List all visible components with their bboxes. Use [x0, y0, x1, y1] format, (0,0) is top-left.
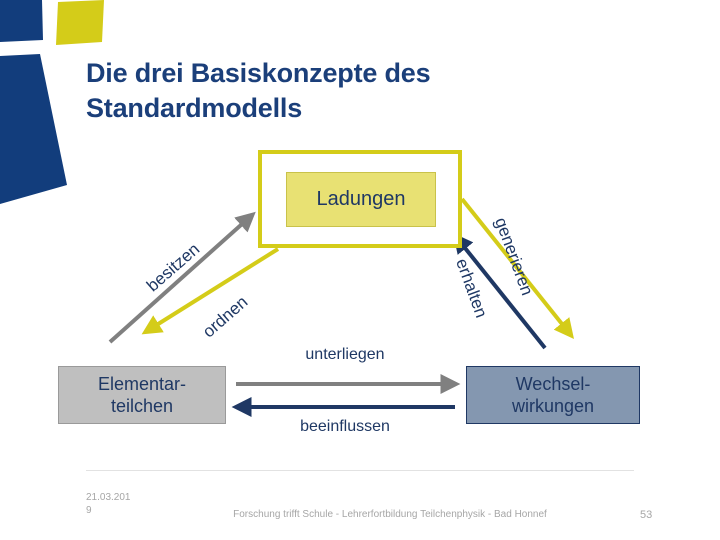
- node-wechselwirkungen-line2: wirkungen: [511, 396, 595, 416]
- node-wechselwirkungen-line1: Wechsel-: [515, 373, 591, 394]
- page-title: Die drei Basiskonzepte des Standardmodel…: [86, 58, 431, 123]
- node-elementarteilchen-line1: Elementar-: [97, 373, 187, 394]
- edge-label-ordnen: ordnen: [199, 292, 252, 342]
- node-elementarteilchen-line2: teilchen: [110, 396, 174, 416]
- node-ladungen[interactable]: Ladungen: [286, 172, 436, 227]
- node-ladungen-label: Ladungen: [316, 188, 406, 210]
- edge-label-generieren: generieren: [491, 215, 537, 298]
- footer-divider: [86, 470, 634, 471]
- footer-event-title: Forschung trifft Schule - Lehrerfortbild…: [233, 509, 547, 520]
- edge-label-erhalten: erhalten: [452, 256, 492, 321]
- footer-date: 21.03.201 9: [86, 492, 146, 517]
- footer-date-line1: 21.03.201: [86, 492, 131, 503]
- edge-label-beeinflussen: beeinflussen: [300, 418, 390, 435]
- institution-logo: [0, 0, 120, 232]
- edge-label-unterliegen: unterliegen: [305, 346, 385, 363]
- node-wechselwirkungen[interactable]: Wechsel- wirkungen: [466, 366, 640, 424]
- footer-date-line2: 9: [86, 504, 92, 516]
- footer-page-number: 53: [640, 509, 653, 521]
- node-elementarteilchen[interactable]: Elementar- teilchen: [58, 366, 226, 424]
- edge-label-besitzen: besitzen: [143, 239, 204, 296]
